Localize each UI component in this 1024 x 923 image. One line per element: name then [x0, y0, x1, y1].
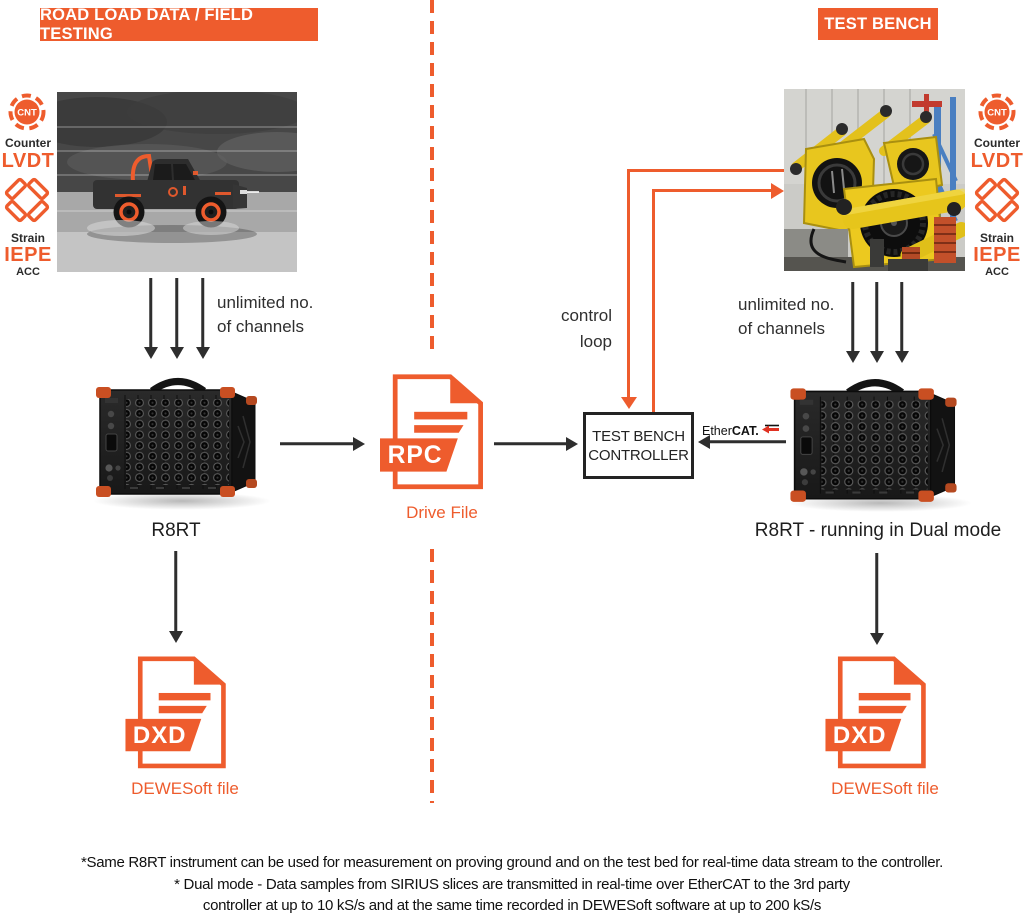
control-loop-line1: control: [560, 306, 612, 325]
control-loop-line2: loop: [579, 332, 612, 351]
r8rt-left-label: R8RT: [151, 520, 201, 541]
channel-arrow: [869, 282, 884, 363]
acc-label: ACC: [985, 266, 1009, 278]
iepe-label: IEPE: [973, 244, 1021, 266]
strain-label: Strain: [10, 231, 45, 245]
control-loop-arrowhead-right: [771, 182, 784, 199]
counter-label: Counter: [974, 136, 1020, 150]
cnt-badge-text: CNT: [17, 108, 37, 119]
counter-cnt-icon: CNT: [8, 93, 46, 131]
footnote-line3: controller at up to 10 kS/s and at the s…: [202, 897, 822, 914]
dxd-caption: DEWESoft file: [831, 779, 939, 798]
channels-note-line1: unlimited no.: [217, 293, 314, 312]
lvdt-label: LVDT: [1, 150, 55, 172]
cnt-badge-text: CNT: [987, 108, 1007, 119]
divider-dashed-top: [430, 0, 434, 357]
r8rt-device-left: [94, 376, 258, 502]
arrow-device-to-dxd: [869, 553, 884, 645]
test-bench-controller-box: TEST BENCH CONTROLLER: [583, 412, 694, 479]
channel-arrow: [845, 282, 860, 363]
control-loop-command-line: [652, 189, 772, 192]
arrow-device-to-controller-ethercat: [698, 434, 786, 449]
channels-note-line2: of channels: [738, 319, 825, 338]
control-loop-feedback-line: [627, 169, 784, 172]
arrow-device-to-rpc: [280, 436, 365, 451]
banner-test-bench: TEST BENCH: [818, 8, 938, 40]
r8rt-device-right: [788, 377, 958, 507]
iepe-label: IEPE: [4, 244, 52, 266]
channel-arrow: [169, 278, 184, 359]
footnote-line2: * Dual mode - Data samples from SIRIUS s…: [174, 876, 850, 893]
banner-road-load: ROAD LOAD DATA / FIELD TESTING: [40, 6, 318, 43]
channels-note-right: unlimited no. of channels: [738, 293, 834, 341]
dxd-file-icon: DXD: [125, 656, 226, 769]
controller-line2: CONTROLLER: [588, 446, 689, 464]
dxd-badge-text: DXD: [833, 722, 886, 749]
strain-gauge-icon: [974, 177, 1020, 223]
arrow-device-to-dxd: [168, 551, 183, 643]
control-loop-command-line: [652, 189, 655, 412]
lvdt-label: LVDT: [970, 150, 1024, 172]
rpc-file-icon: RPC: [380, 374, 483, 490]
control-loop-label: control loop: [520, 303, 612, 355]
channel-arrow: [195, 278, 210, 359]
counter-cnt-icon: CNT: [978, 93, 1016, 131]
field-testing-photo: [57, 92, 297, 272]
channels-note-line1: unlimited no.: [738, 295, 835, 314]
control-loop-arrowhead-down: [620, 397, 637, 409]
channels-note-left: unlimited no. of channels: [217, 291, 313, 339]
dxd-caption: DEWESoft file: [131, 779, 239, 798]
control-loop-feedback-line: [627, 169, 630, 398]
ethercat-logo-arrow-icon: [762, 424, 780, 434]
footnote-line1: *Same R8RT instrument can be used for me…: [80, 854, 943, 871]
ethercat-suffix: CAT.: [731, 424, 759, 438]
acc-label: ACC: [16, 266, 40, 278]
dxd-badge-text: DXD: [133, 722, 186, 749]
channel-arrow: [894, 282, 909, 363]
channels-note-line2: of channels: [217, 317, 304, 336]
dxd-file-icon: DXD: [825, 656, 926, 769]
strain-gauge-icon: [4, 177, 50, 223]
strain-label: Strain: [979, 231, 1014, 245]
r8rt-right-label: R8RT - running in Dual mode: [754, 520, 1002, 541]
arrow-rpc-to-controller: [494, 436, 578, 451]
rpc-badge-text: RPC: [388, 442, 443, 469]
counter-label: Counter: [5, 136, 51, 150]
divider-dashed-bottom: [430, 549, 434, 803]
controller-line1: TEST BENCH: [592, 427, 685, 445]
rpc-caption: Drive File: [406, 503, 478, 522]
test-bench-photo: [784, 89, 965, 271]
channel-arrow: [143, 278, 158, 359]
